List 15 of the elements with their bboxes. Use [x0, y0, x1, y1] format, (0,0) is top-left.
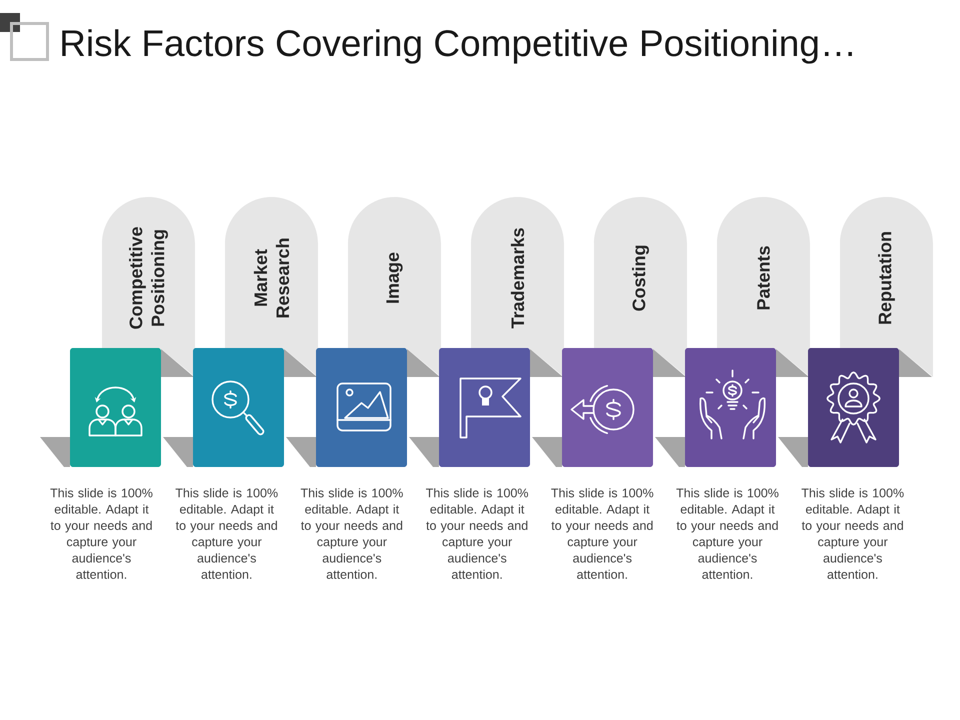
- rounded-tab: Competitive Positioning: [102, 197, 195, 377]
- description-text: This slide is 100% editable. Adapt it to your needs and capture your audience's attention.: [300, 488, 403, 579]
- rounded-tab: Costing: [594, 197, 687, 377]
- rounded-tab: Market Research: [225, 197, 318, 377]
- rounded-tab: Trademarks: [471, 197, 564, 377]
- rounded-tab: Image: [348, 197, 441, 377]
- description-text: This slide is 100% editable. Adapt it to your needs and capture your audience's attention.: [551, 488, 654, 579]
- description-text: This slide is 100% editable. Adapt it to your needs and capture your audience's attention.: [176, 488, 278, 579]
- description-text: This slide is 100% editable. Adapt it to your needs and capture your audience's attention.: [802, 488, 904, 579]
- rounded-tab: Patents: [717, 197, 810, 377]
- rounded-tab: Reputation: [840, 197, 934, 377]
- title: Risk Factors Covering Competitive Positioning…: [62, 29, 852, 64]
- description-text: This slide is 100% editable. Adapt it to your needs and capture your audience's attention.: [676, 488, 778, 579]
- description-text: This slide is 100% editable. Adapt it to your needs and capture your audience's attention.: [50, 488, 152, 579]
- description-text: This slide is 100% editable. Adapt it to your needs and capture your audience's attention.: [426, 488, 528, 579]
